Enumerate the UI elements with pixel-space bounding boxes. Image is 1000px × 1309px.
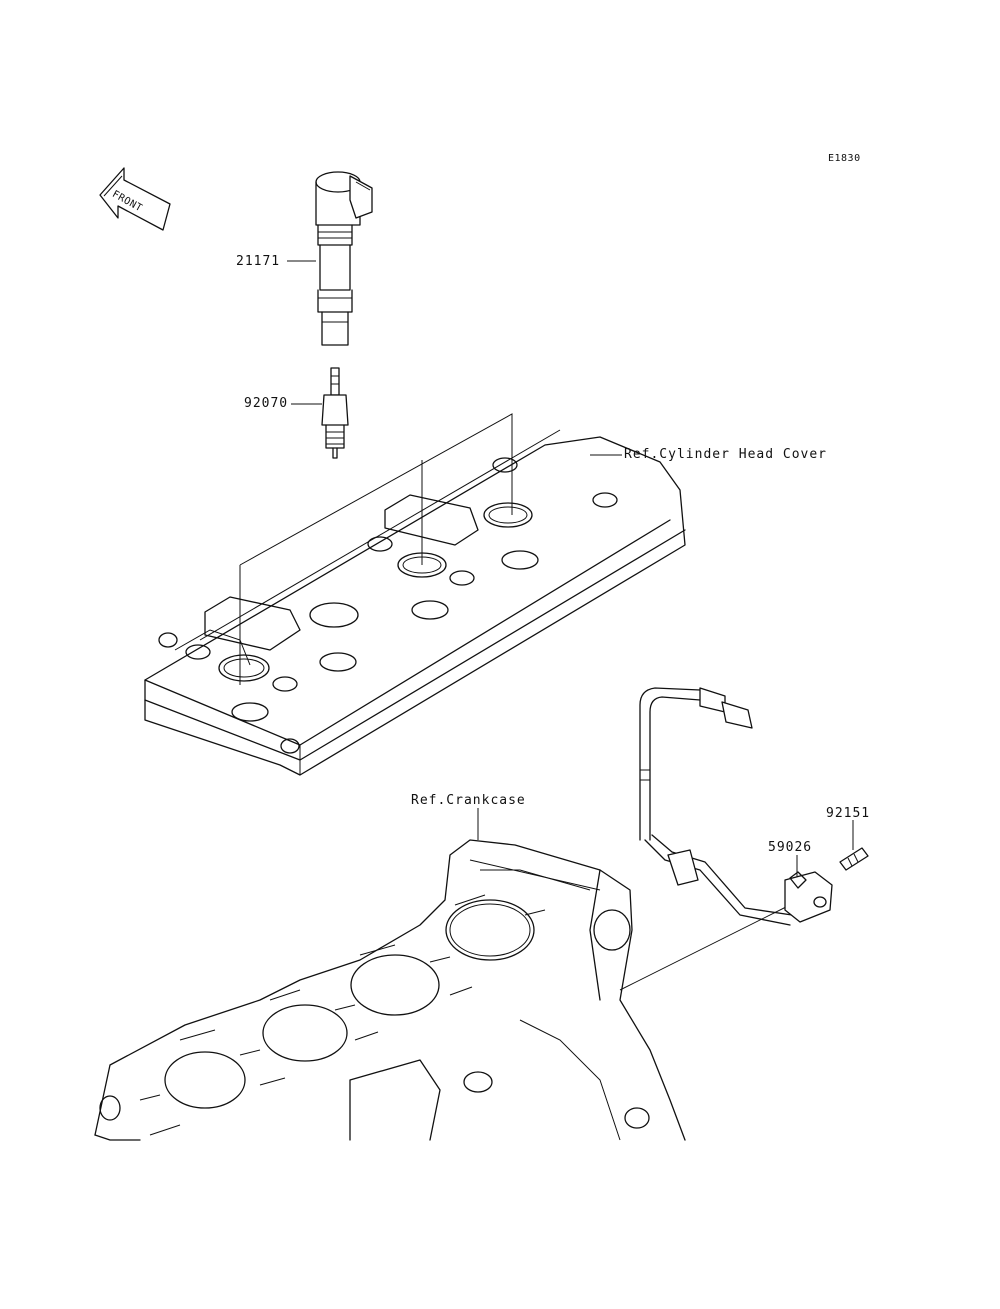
ref-crankcase: Ref.Crankcase <box>411 793 526 808</box>
diagram-code: E1830 <box>828 153 861 164</box>
leader-lines <box>239 260 854 991</box>
part-number-bolt[interactable]: 92151 <box>826 806 871 821</box>
front-arrow-icon <box>99 167 171 231</box>
cylinder-head-cover-drawing <box>144 429 686 776</box>
part-number-spark-plug[interactable]: 92070 <box>244 396 289 411</box>
ignition-coil-drawing <box>315 171 373 346</box>
part-number-ignition-coil[interactable]: 21171 <box>236 254 281 269</box>
crankcase-drawing <box>94 839 686 1141</box>
spark-plug-drawing <box>321 367 349 459</box>
sensor-harness-drawing <box>639 687 869 926</box>
part-number-sensor[interactable]: 59026 <box>768 840 813 855</box>
ref-cylinder-head-cover: Ref.Cylinder Head Cover <box>624 447 828 462</box>
